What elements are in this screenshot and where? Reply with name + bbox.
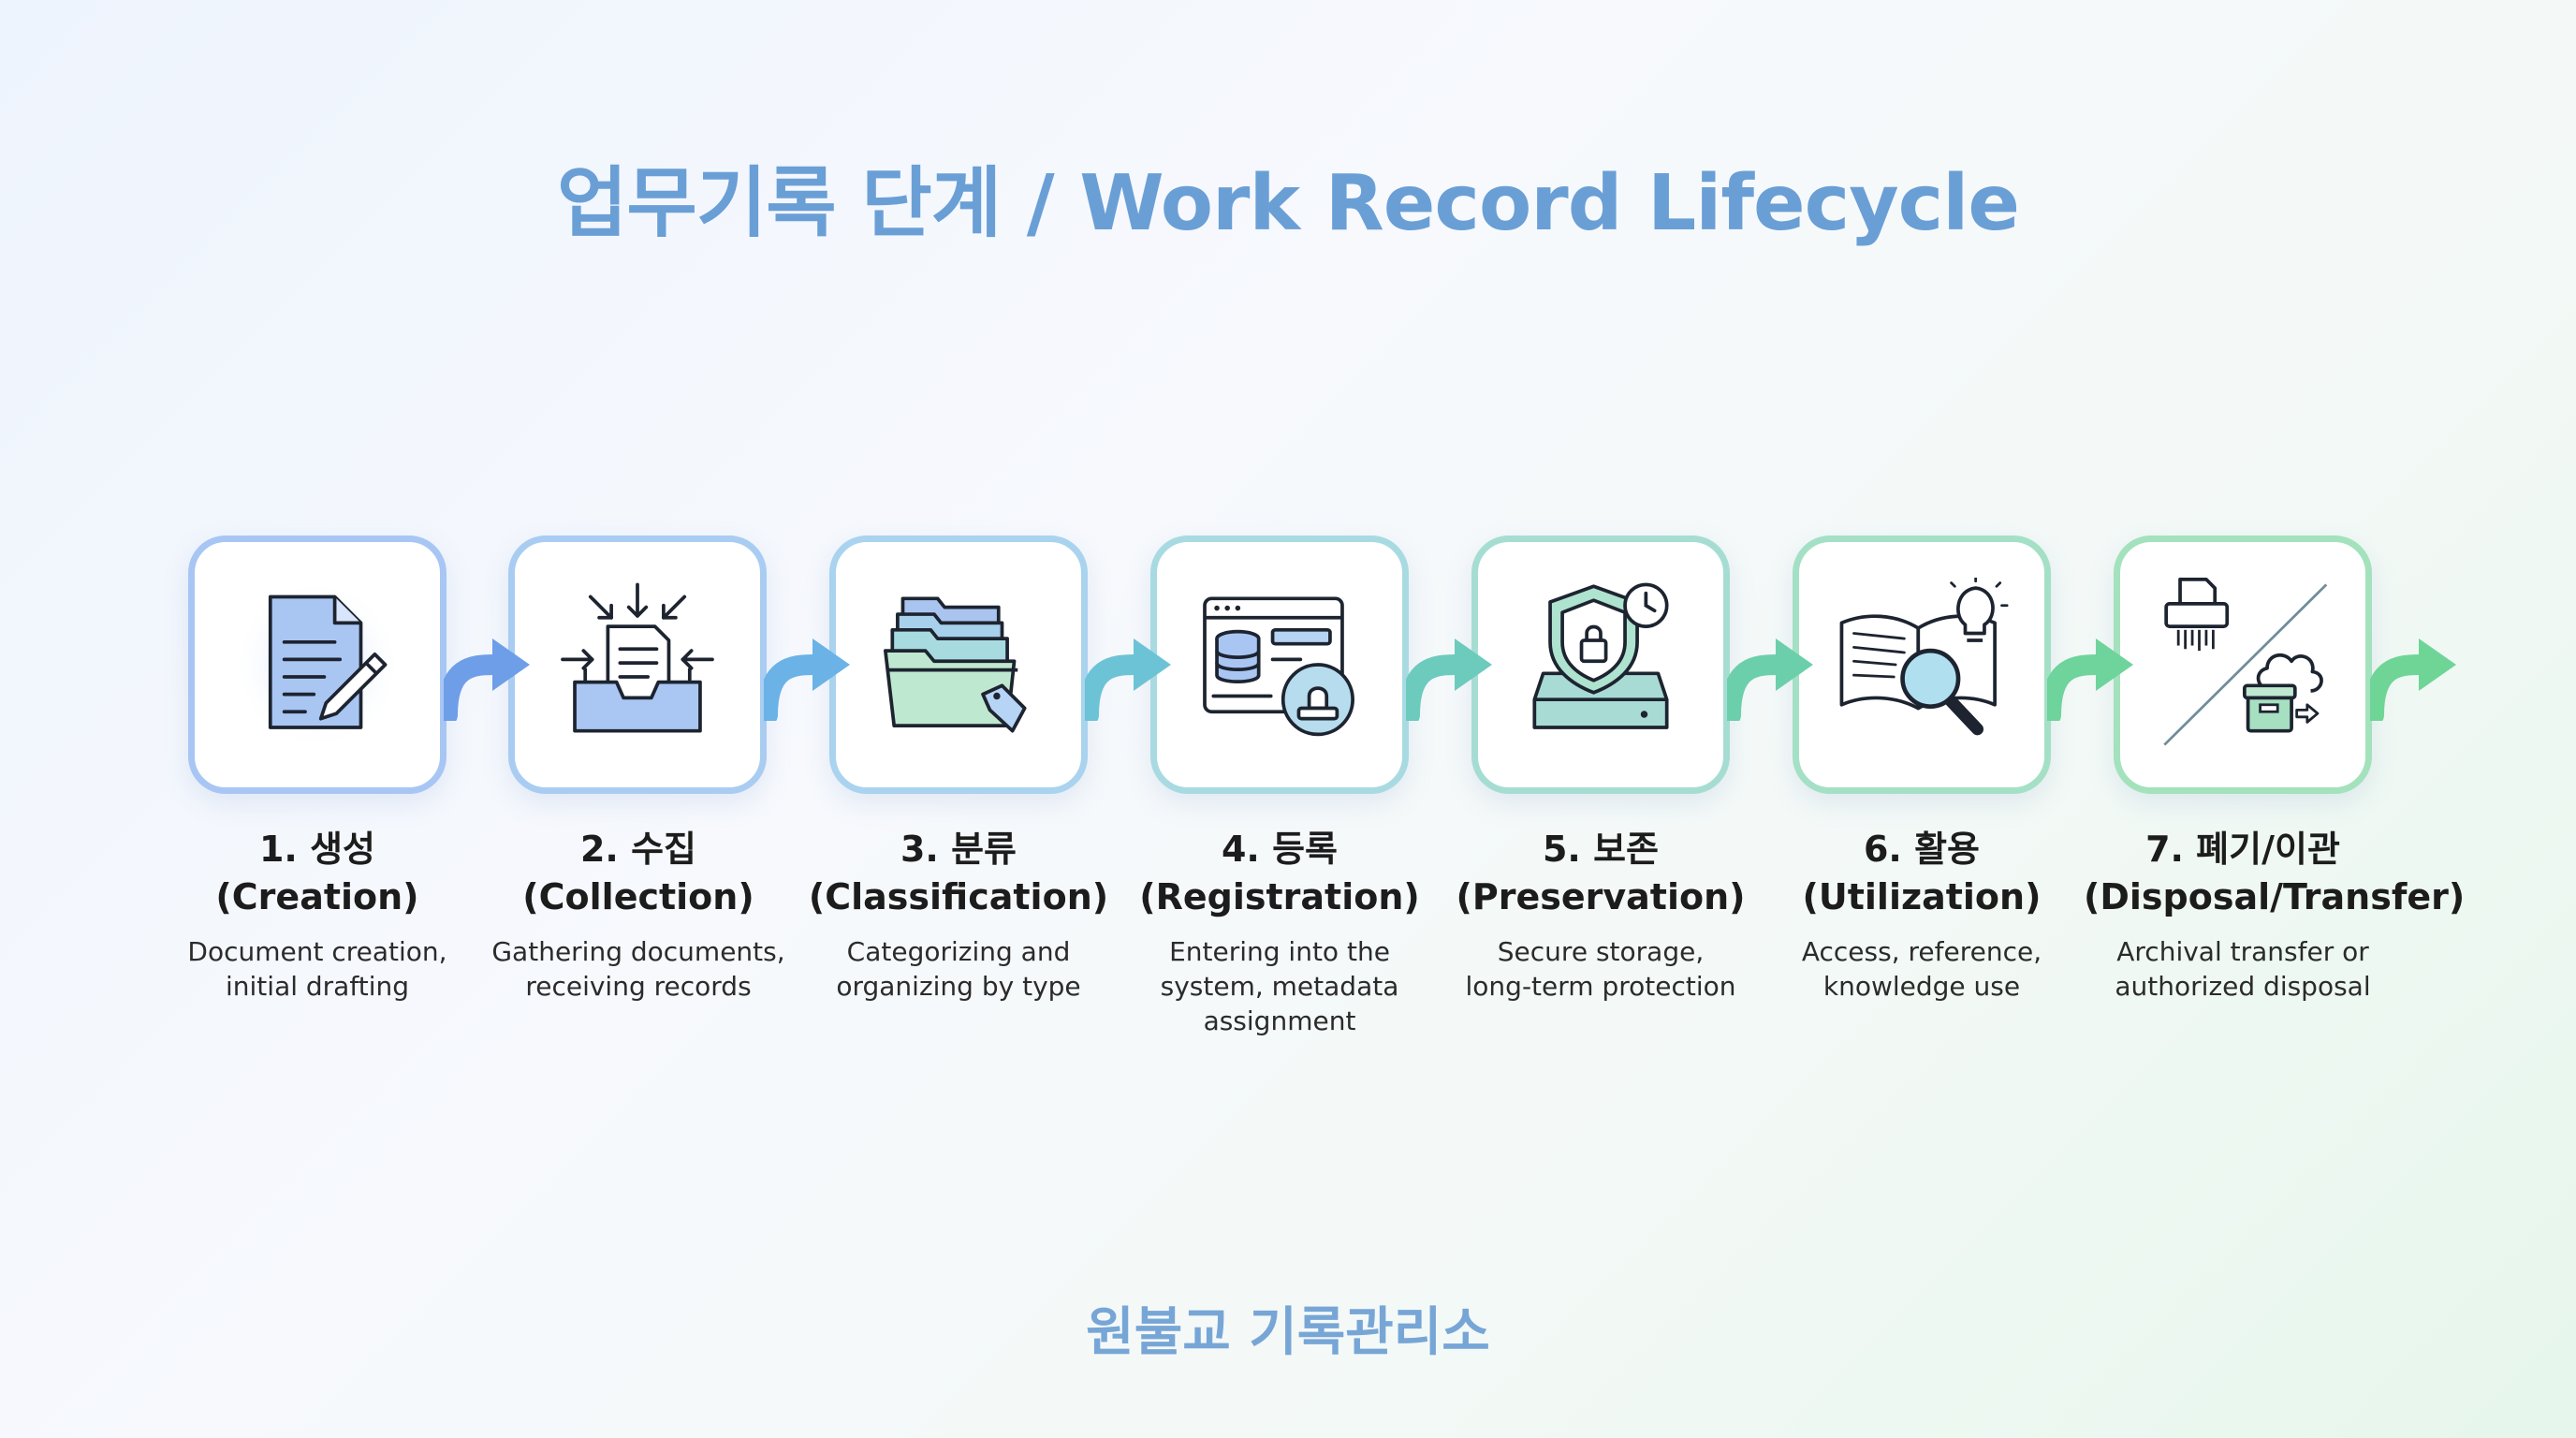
folders-tag-icon xyxy=(884,596,1027,733)
step-description: Gathering documents,receiving records xyxy=(491,936,785,1002)
page-title: 업무기록 단계 / Work Record Lifecycle xyxy=(556,159,2020,248)
step-card-collection[interactable] xyxy=(508,536,767,794)
step-card-utilization[interactable] xyxy=(1793,536,2051,794)
database-stamp-icon xyxy=(1203,596,1354,737)
flow-arrow xyxy=(1399,618,1496,726)
step-description: Access, reference,knowledge use xyxy=(1801,936,2042,1002)
step-title: 6. 활용(Utilization) xyxy=(1802,829,2042,917)
step-card-registration[interactable] xyxy=(1150,536,1409,794)
organization-footer: 원불교 기록관리소 xyxy=(1086,1302,1490,1363)
book-magnifier-icon xyxy=(1839,578,2009,736)
shield-lock-icon xyxy=(1532,582,1669,729)
step-description: Document creation,initial drafting xyxy=(187,936,447,1002)
flow-arrow xyxy=(2041,618,2137,726)
step-title: 1. 생성(Creation) xyxy=(215,829,419,917)
step-title: 4. 등록(Registration) xyxy=(1139,829,1420,917)
flow-arrow xyxy=(1078,618,1175,726)
step-card-classification[interactable] xyxy=(829,536,1088,794)
flow-arrow xyxy=(437,618,534,726)
flow-arrow xyxy=(757,618,854,726)
step-card-preservation[interactable] xyxy=(1471,536,1730,794)
step-description: Secure storage,long-term protection xyxy=(1465,936,1736,1002)
flow-arrow-end xyxy=(2364,618,2460,726)
step-title: 5. 보존(Preservation) xyxy=(1456,829,1746,917)
step-title: 7. 폐기/이관(Disposal/Transfer) xyxy=(2084,829,2466,917)
flow-arrow xyxy=(1720,618,1817,726)
step-title: 3. 분류(Classification) xyxy=(808,829,1109,917)
step-card-creation[interactable] xyxy=(188,536,446,794)
shredder-cloud-icon xyxy=(2163,578,2328,746)
step-title: 2. 수집(Collection) xyxy=(522,829,754,917)
inbox-tray-icon xyxy=(561,582,714,733)
step-card-disposal-transfer[interactable] xyxy=(2114,536,2372,794)
document-pen-icon xyxy=(231,579,403,751)
